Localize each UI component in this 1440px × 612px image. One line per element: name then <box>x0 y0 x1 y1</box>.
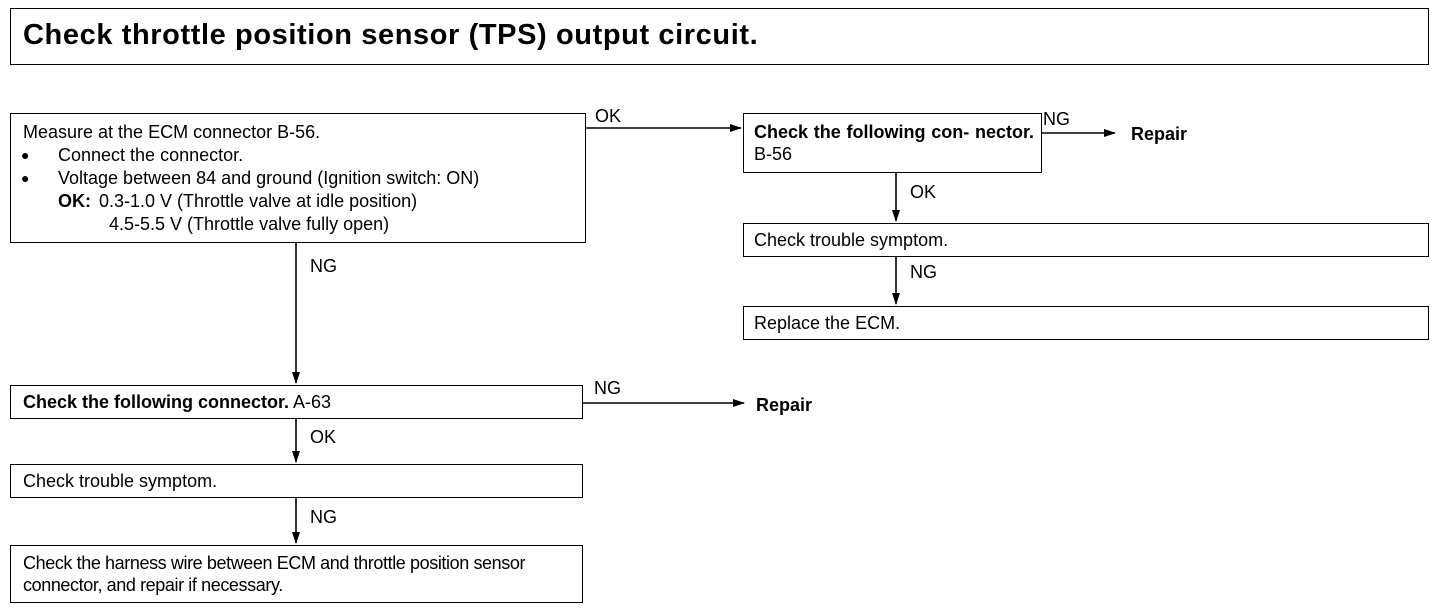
bullet-icon: ● <box>21 170 30 186</box>
harness-text: Check the harness wire between ECM and t… <box>23 553 526 595</box>
label-ok-a63-trouble: OK <box>310 427 337 447</box>
measure-line1: Measure at the ECM connector B-56. <box>23 122 321 142</box>
measure-bullet1: Connect the connector. <box>58 145 244 165</box>
measure-bullet2: Voltage between 84 and ground (Ignition … <box>58 168 480 188</box>
harness-box: Check the harness wire between ECM and t… <box>10 545 583 603</box>
title-box: Check throttle position sensor (TPS) out… <box>10 8 1429 65</box>
label-ng-measure-a63: NG <box>310 256 337 276</box>
connector-a63-text: Check the following connector. A-63 <box>23 391 331 413</box>
label-ok-measure-b56: OK <box>595 106 622 126</box>
repair-label-left: Repair <box>756 395 813 415</box>
replace-ecm-box: Replace the ECM. <box>743 306 1429 340</box>
label-ng-a63-repair: NG <box>594 378 621 398</box>
trouble-symptom-right-box: Check trouble symptom. <box>743 223 1429 257</box>
connector-a63-bold: Check the following connector. <box>23 392 290 412</box>
trouble-symptom-left-text: Check trouble symptom. <box>23 471 218 491</box>
bullet-icon: ● <box>21 147 30 163</box>
connector-b56-bold: Check the following con- nector. <box>754 122 1034 142</box>
measure-ok-label: OK: <box>58 191 91 211</box>
connector-b56-text: Check the following con- nector. B-56 <box>754 121 1034 165</box>
label-ng-trouble-harness: NG <box>310 507 337 527</box>
measure-box: Measure at the ECM connector B-56. ● Con… <box>10 113 586 243</box>
trouble-symptom-left-box: Check trouble symptom. <box>10 464 583 498</box>
connector-b56-code: B-56 <box>754 144 793 164</box>
repair-label-right: Repair <box>1131 124 1188 144</box>
label-ng-b56-repair: NG <box>1043 109 1070 129</box>
connector-a63-code: A-63 <box>293 392 332 412</box>
diagram-title: Check throttle position sensor (TPS) out… <box>23 19 759 51</box>
measure-ok-line2: 4.5-5.5 V (Throttle valve fully open) <box>109 214 390 234</box>
label-ok-b56-trouble: OK <box>910 182 937 202</box>
replace-ecm-text: Replace the ECM. <box>754 313 901 333</box>
connector-b56-box: Check the following con- nector. B-56 <box>743 113 1042 173</box>
connector-a63-box: Check the following connector. A-63 <box>10 385 583 419</box>
measure-ok-line1: 0.3-1.0 V (Throttle valve at idle positi… <box>99 191 418 211</box>
trouble-symptom-right-text: Check trouble symptom. <box>754 230 949 250</box>
label-ng-trouble-replace: NG <box>910 262 937 282</box>
